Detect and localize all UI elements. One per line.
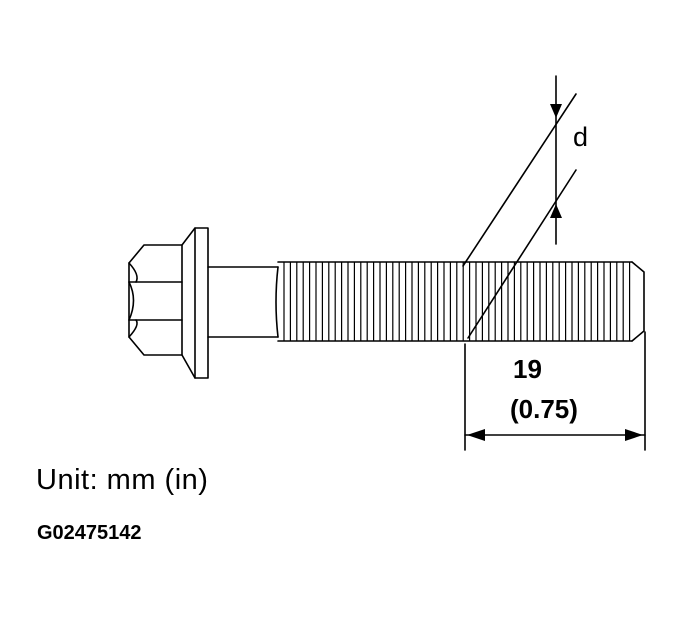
pitch-arrow-bottom [550,204,562,218]
pitch-arrow-top [550,104,562,118]
bolt-hex-head [128,244,183,356]
bolt-flange [181,227,209,379]
thread-length-dimension: 19 (0.75) [464,331,646,451]
thread-marks [283,262,631,341]
length-arrow-right [625,429,643,441]
length-arrow-left [467,429,485,441]
length-value-mm: 19 [513,354,542,384]
thread-pitch-callout: d [462,75,588,339]
bolt-threaded-section [277,261,645,342]
length-value-in: (0.75) [510,394,578,424]
unit-label: Unit: mm (in) [36,464,209,496]
thread-pitch-label: d [573,122,588,152]
bolt-shank [207,266,279,338]
figure-id: G02475142 [37,522,142,544]
